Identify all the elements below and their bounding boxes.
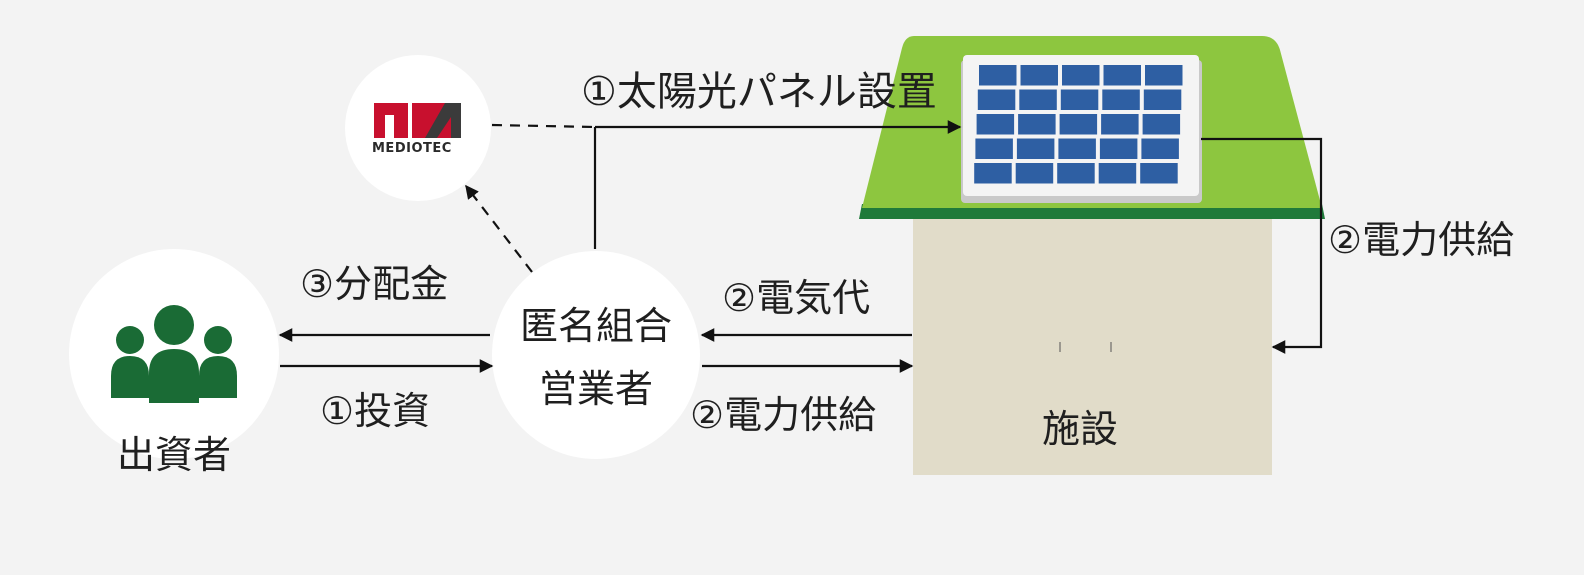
- solar-panel-cells: [974, 65, 1183, 184]
- solar-cell: [1145, 65, 1183, 86]
- solar-cell: [1143, 89, 1182, 110]
- solar-cell: [1016, 138, 1055, 159]
- solar-cell: [976, 114, 1015, 135]
- solar-cell: [975, 138, 1013, 159]
- people-group-icon: [111, 305, 237, 403]
- solar-panel: [961, 55, 1202, 203]
- mediotec-logo-text: MEDIOTEC: [372, 141, 452, 156]
- mediotec-logo-mark: [374, 103, 461, 138]
- investment-label: ①投資: [320, 389, 431, 433]
- solar-cell: [1142, 114, 1181, 135]
- solar-cell: [1098, 163, 1137, 184]
- solar-cell: [1141, 138, 1179, 159]
- solar-cell: [1057, 163, 1095, 184]
- mediotec-dashed-link: [491, 123, 596, 129]
- solar-cell: [1103, 65, 1141, 86]
- solar-cell: [977, 89, 1016, 110]
- solar-cell: [1101, 114, 1139, 135]
- solar-cell: [1058, 138, 1096, 159]
- operator-label-line2: 営業者: [538, 367, 653, 411]
- operator-to-mediotec-dashed-arrow: [465, 184, 533, 273]
- facility-label: 施設: [1041, 407, 1118, 451]
- operator-label-line1: 匿名組合: [519, 304, 672, 348]
- solar-cell: [1015, 163, 1054, 184]
- electricity-fee-label: ②電気代: [722, 276, 871, 320]
- solar-cell: [1102, 89, 1140, 110]
- dividend-label: ③分配金: [300, 262, 449, 306]
- operator-circle: [492, 251, 700, 459]
- solar-cell: [1018, 114, 1056, 135]
- solar-cell: [1060, 89, 1099, 110]
- investor-label: 出資者: [116, 433, 231, 477]
- install-panels-label: ①太陽光パネル設置: [581, 69, 937, 115]
- solar-cell: [1020, 65, 1058, 86]
- panel-power-supply-arrow: [1201, 137, 1323, 354]
- solar-cell: [979, 65, 1017, 86]
- solar-cell: [1019, 89, 1057, 110]
- solar-cell: [974, 163, 1012, 184]
- panel-power-supply-label: ②電力供給: [1328, 218, 1515, 262]
- solar-cell: [1140, 163, 1178, 184]
- solar-cell: [1062, 65, 1100, 86]
- solar-cell: [1099, 138, 1138, 159]
- solar-cell: [1059, 114, 1098, 135]
- facility-wall: [913, 215, 1272, 475]
- power-supply-label: ②電力供給: [690, 393, 877, 437]
